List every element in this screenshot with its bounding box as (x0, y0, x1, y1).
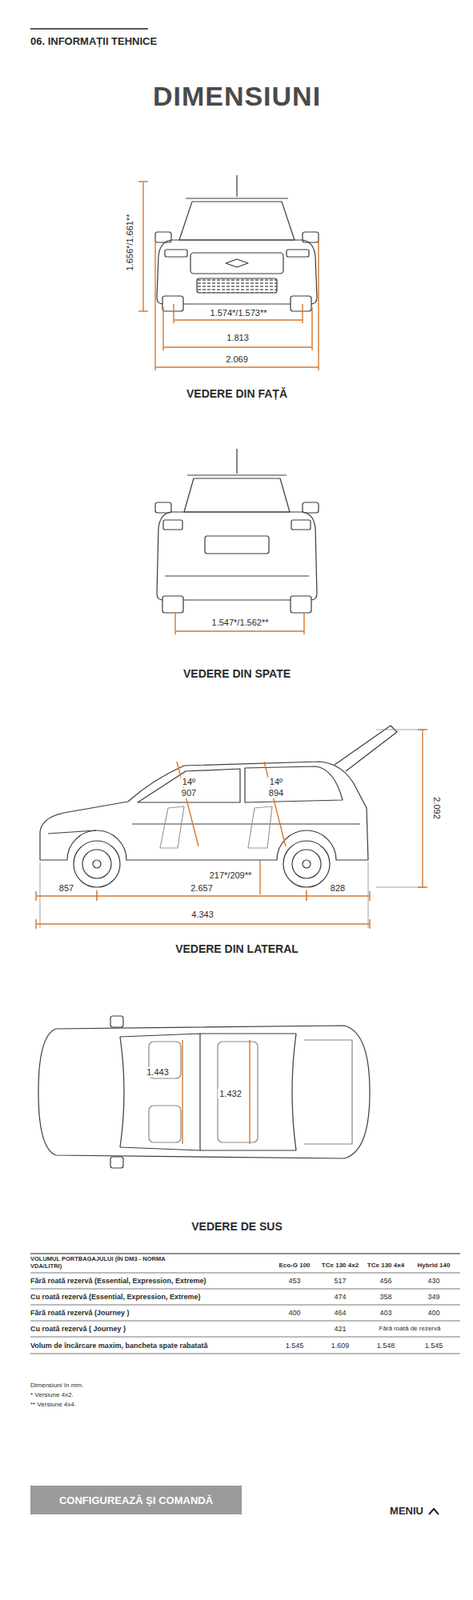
side-view (40, 725, 426, 929)
dimension-label: 4.343 (191, 909, 214, 921)
row-label: Fără roată rezervă (Essential, Expressio… (30, 1277, 207, 1286)
dimension-label: 2.092 (432, 797, 443, 820)
header-rule (30, 28, 149, 30)
table-cell: 474 (333, 1293, 346, 1302)
dimension-label: 2.657 (190, 883, 213, 894)
dimension-label: 1.432 (217, 1089, 244, 1100)
dimension-label: 2.069 (225, 354, 249, 365)
table-cell: 1.548 (376, 1342, 396, 1351)
dimension-label: 1.443 (144, 1067, 171, 1079)
table-cell: 403 (379, 1309, 392, 1318)
dimension-label: 1.656*/1.661** (124, 214, 136, 272)
menu-link: MENIU (389, 1506, 424, 1519)
table-cell: Fără roată de rezervă (379, 1325, 441, 1333)
row-label: Cu roată rezervă ( Journey ) (30, 1325, 126, 1334)
column-header: Hybrid 140 (417, 1262, 451, 1270)
menu-chevron (428, 1509, 439, 1516)
section-header: 06. INFORMAȚII TEHNICE (30, 36, 157, 49)
footnote: * Versiune 4x2. (30, 1391, 74, 1399)
angle-label: 14º (268, 777, 285, 788)
angle-label: 14º (180, 777, 197, 788)
view-caption: VEDERE DIN SPATE (183, 667, 291, 681)
table-cell: 453 (288, 1277, 301, 1286)
table-cell: 1.609 (331, 1342, 350, 1351)
table-cell: 421 (333, 1325, 346, 1334)
row-label: Cu roată rezervă (Essential, Expression,… (30, 1293, 201, 1302)
table-cell: 1.545 (285, 1342, 305, 1351)
dimension-label: 828 (330, 883, 345, 894)
dimension-label: 1.813 (226, 332, 249, 344)
table-cell: 400 (427, 1309, 440, 1318)
table-cell: 430 (427, 1277, 440, 1286)
table-cell: 400 (288, 1309, 301, 1318)
table-rules (30, 1254, 461, 1355)
row-label: Volum de încărcare maxim, bancheta spate… (30, 1342, 208, 1351)
table-cell: 358 (379, 1293, 392, 1302)
column-header: Eco-G 100 (278, 1262, 310, 1270)
table-cell: 456 (379, 1277, 392, 1286)
row-label: Fără roată rezervă (Journey ) (30, 1309, 130, 1318)
action-button: CONFIGUREAZĂ ȘI COMANDĂ (30, 1486, 242, 1516)
table-cell: 349 (427, 1293, 440, 1302)
dimension-lines (36, 181, 428, 1145)
table-header: VOLUMUL PORTBAGAJULUI (ÎN DM3 - NORMA VD… (30, 1256, 171, 1271)
front-view (155, 175, 319, 312)
dimension-label: 1.574*/1.573** (210, 308, 268, 319)
table-cell: 1.545 (424, 1342, 444, 1351)
page-title: DIMENSIUNI (152, 80, 321, 113)
rear-view (155, 448, 319, 614)
column-header: TCe 130 4x4 (367, 1262, 405, 1270)
footnote: Dimensiuni în mm. (30, 1382, 84, 1390)
view-caption: VEDERE DIN LATERAL (175, 942, 299, 956)
table-cell: 464 (333, 1309, 346, 1318)
column-header: TCe 130 4x2 (321, 1262, 359, 1270)
dimension-label: 1.547*/1.562** (212, 617, 269, 629)
dimension-label: 857 (59, 883, 74, 894)
view-caption: VEDERE DE SUS (191, 1220, 283, 1234)
dimension-label: 907 (180, 788, 198, 799)
button-label: CONFIGUREAZĂ ȘI COMANDĂ (59, 1495, 213, 1508)
top-view (38, 1016, 370, 1169)
dimension-label: 894 (267, 788, 285, 799)
view-caption: VEDERE DIN FAȚĂ (186, 387, 288, 401)
dimension-label: 217*/209** (208, 870, 254, 882)
footnote: ** Versiune 4x4. (30, 1401, 77, 1409)
table-cell: 517 (333, 1277, 346, 1286)
